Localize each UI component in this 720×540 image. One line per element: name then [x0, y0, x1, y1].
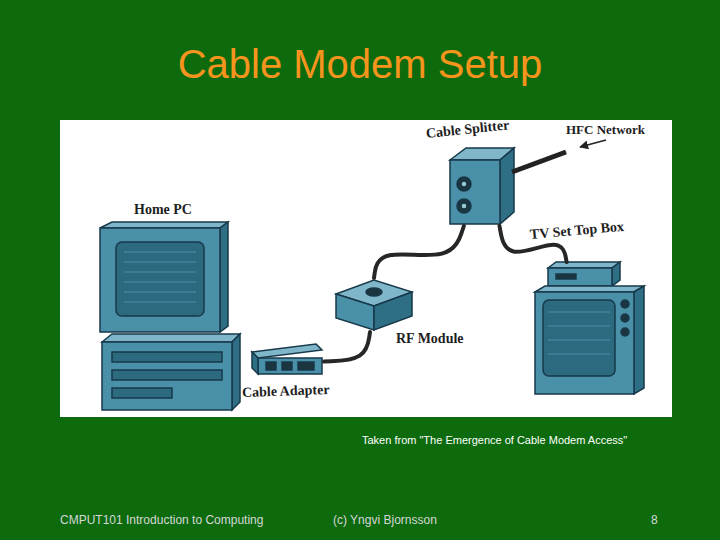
course-footer: CMPUT101 Introduction to Computing: [60, 513, 263, 527]
slide-number: 8: [651, 513, 658, 527]
picture-panel: [60, 120, 672, 417]
pc-drawing: [100, 222, 240, 410]
pc-box: Home PC: [98, 222, 242, 412]
author-footer: (c) Yngvi Bjornsson: [333, 513, 437, 527]
hfc-arrow: [580, 140, 606, 147]
tv-drawing: [535, 262, 644, 394]
coax-cable: [374, 226, 464, 278]
rf-module-drawing: [336, 280, 412, 330]
network-label: HFC Network: [566, 122, 645, 138]
adapter-box: Cable Adapter: [250, 344, 324, 376]
adapter-drawing: [252, 344, 322, 374]
device-label: Cable Adapter: [242, 382, 330, 401]
device-label: Home PC: [134, 202, 192, 218]
device-label: RF Module: [396, 331, 464, 347]
slide-title: Cable Modem Setup: [0, 42, 720, 87]
coax-cable: [324, 332, 370, 362]
splitter-box: Cable Splitter: [448, 148, 514, 226]
rf-module-box: RF Module: [334, 278, 414, 332]
tv-box: TV Set Top Box: [533, 262, 645, 396]
hfc-cable: [512, 152, 566, 172]
splitter-drawing: [450, 148, 514, 224]
source-caption: Taken from "The Emergence of Cable Modem…: [362, 434, 627, 446]
